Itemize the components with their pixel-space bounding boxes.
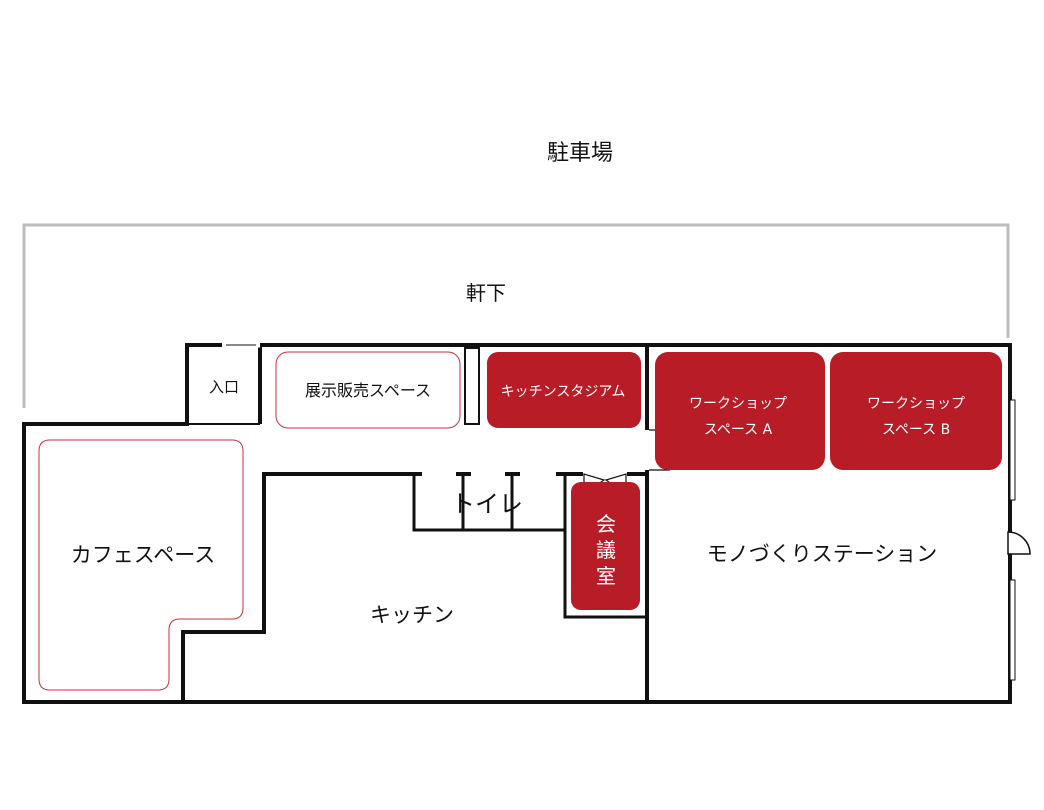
cafe-space-outline (38, 439, 244, 691)
kitchen-stadium-label: キッチンスタジアム (501, 384, 626, 400)
meeting-room-label-1: 会 (596, 512, 616, 536)
workshop-space-b-room (830, 352, 1002, 470)
meeting-room-label-3: 室 (596, 564, 616, 588)
meeting-room-label-2: 議 (596, 538, 616, 562)
parking-label: 駐車場 (547, 141, 613, 166)
cafe-space-label: カフェスペース (71, 543, 215, 567)
meeting-room (571, 482, 640, 610)
workshop-a-label-line2: スペース A (704, 422, 773, 438)
toilet-wall (412, 474, 565, 532)
workshop-a-label-line1: ワークショップ (689, 396, 787, 412)
kitchen-label: キッチン (370, 603, 454, 627)
toilet-label: トイレ (451, 490, 523, 518)
entrance-label: 入口 (209, 378, 239, 396)
exhibit-space-label: 展示販売スペース (305, 381, 431, 400)
eaves-label: 軒下 (466, 281, 506, 305)
exhibit-space-outline (275, 351, 461, 429)
workshop-b-label-line2: スペース B (882, 422, 950, 438)
workshop-space-a-room (655, 352, 825, 470)
workshop-b-label-line1: ワークショップ (867, 396, 965, 412)
kitchen-stadium-room (487, 352, 641, 428)
east-door[interactable] (1007, 531, 1031, 555)
east-window-2 (1009, 579, 1016, 681)
monozukuri-station-label: モノづくりステーション (707, 542, 938, 566)
cafe-kitchen-wall (181, 472, 647, 702)
meeting-room-wall (563, 474, 647, 619)
east-window-1 (1009, 399, 1016, 501)
partition-pillar (464, 347, 480, 425)
eaves-outline (22, 223, 1010, 408)
